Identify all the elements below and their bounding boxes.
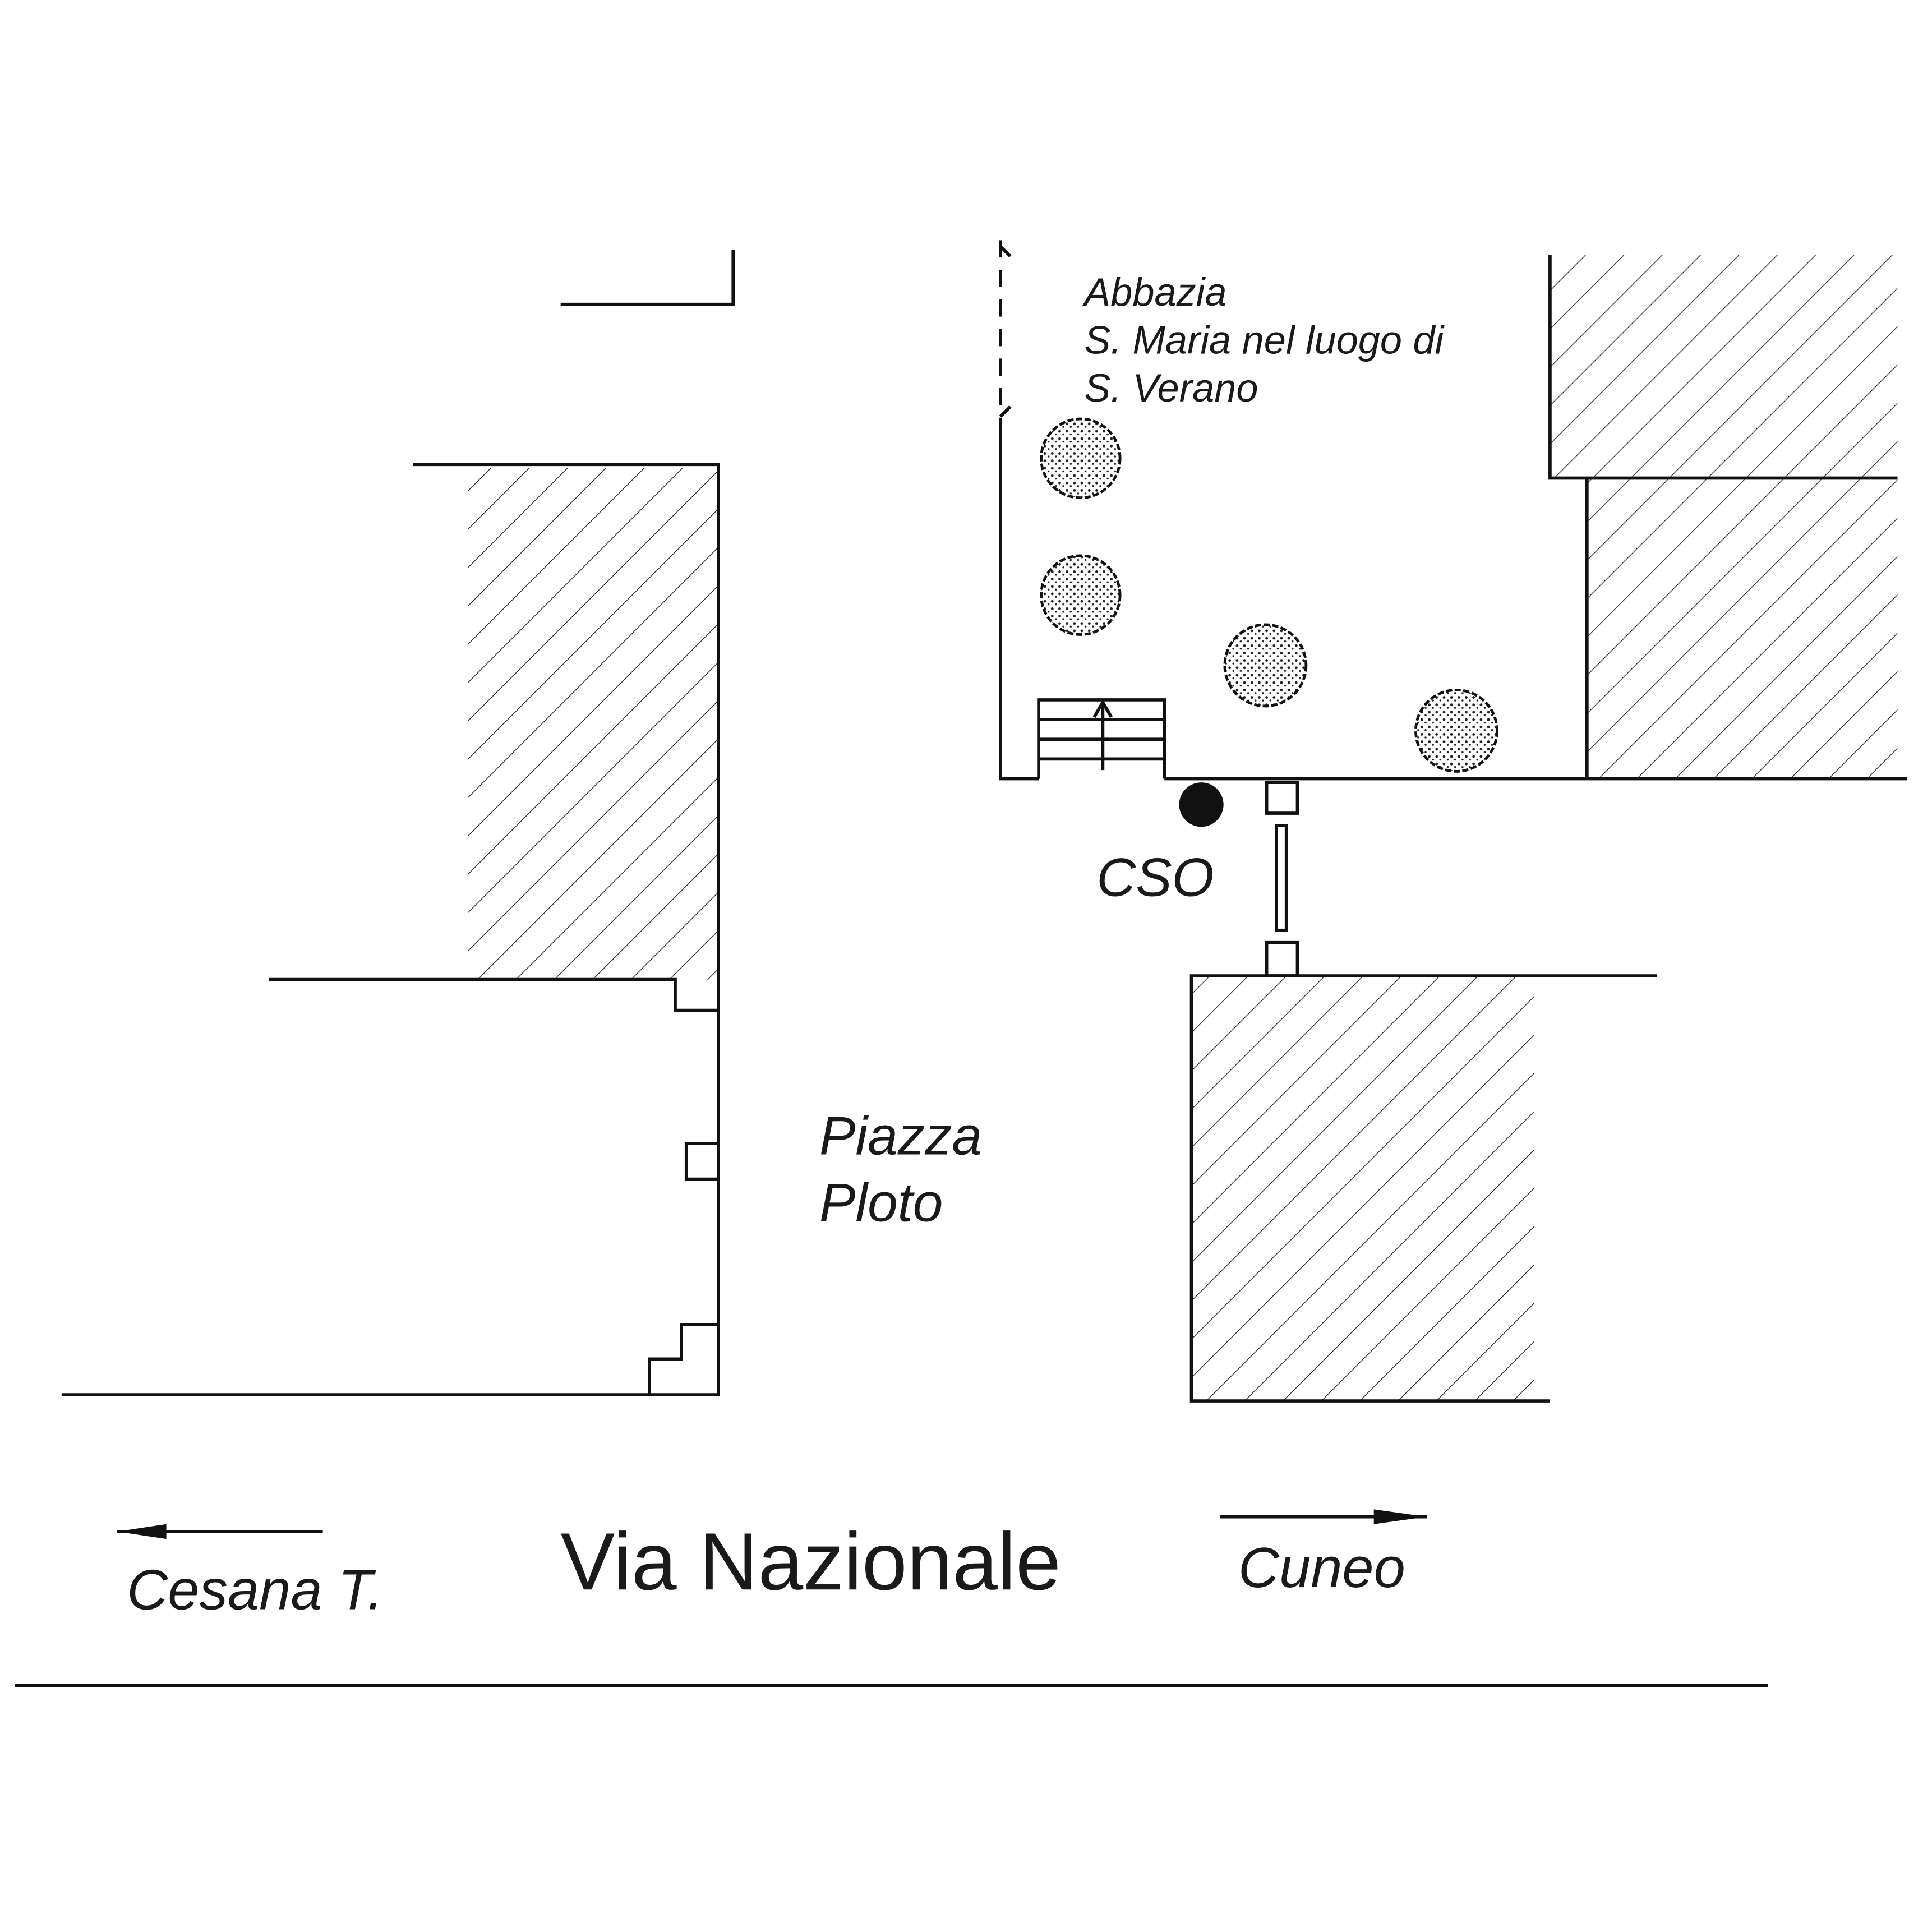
building-right-top <box>1548 255 1898 779</box>
abbey-label-line2: S. Maria nel luogo di <box>1084 318 1445 362</box>
hatched-building-left <box>468 468 718 980</box>
tree-icon <box>1040 417 1498 773</box>
direction-right: Cuneo <box>1220 1509 1427 1599</box>
piazza-label-line2: Ploto <box>819 1172 943 1233</box>
building-left <box>61 463 720 1396</box>
steps-left <box>647 1322 718 1395</box>
cuneo-label: Cuneo <box>1238 1537 1405 1599</box>
gate <box>1265 781 1299 977</box>
stairs-icon <box>1037 698 1166 779</box>
piazza-label-line1: Piazza <box>819 1106 982 1166</box>
cesana-label: Cesana T. <box>127 1558 383 1621</box>
building-outline-top-left <box>560 250 735 306</box>
building-right-bottom <box>1189 974 1658 1403</box>
abbey-label-line3: S. Verano <box>1084 366 1258 410</box>
street-name-label: Via Nazionale <box>561 1516 1061 1607</box>
cso-marker-icon <box>1179 782 1224 827</box>
cso-label: CSO <box>1096 847 1214 907</box>
abbey-label-line1: Abbazia <box>1082 270 1226 314</box>
abbey-courtyard <box>999 240 1908 781</box>
direction-left: Cesana T. <box>117 1524 383 1621</box>
pillar-left <box>684 1142 720 1181</box>
